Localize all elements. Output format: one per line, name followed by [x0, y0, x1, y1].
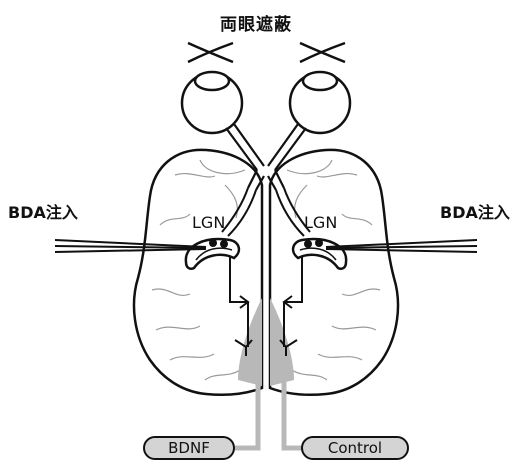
injection-label-left: BDA注入	[8, 199, 78, 223]
right-eye	[290, 72, 350, 133]
lgn-label-right: LGN	[304, 213, 337, 232]
diagram-title: 両眼遮蔽	[220, 10, 292, 35]
right-eye-closed-mark	[300, 43, 345, 62]
control-condition-label: Control	[301, 436, 409, 460]
lgn-label-left: LGN	[192, 213, 225, 232]
left-eye	[182, 72, 242, 133]
injection-label-right: BDA注入	[440, 199, 510, 223]
left-eye-closed-mark	[188, 43, 233, 62]
bdnf-condition-label: BDNF	[143, 436, 235, 460]
